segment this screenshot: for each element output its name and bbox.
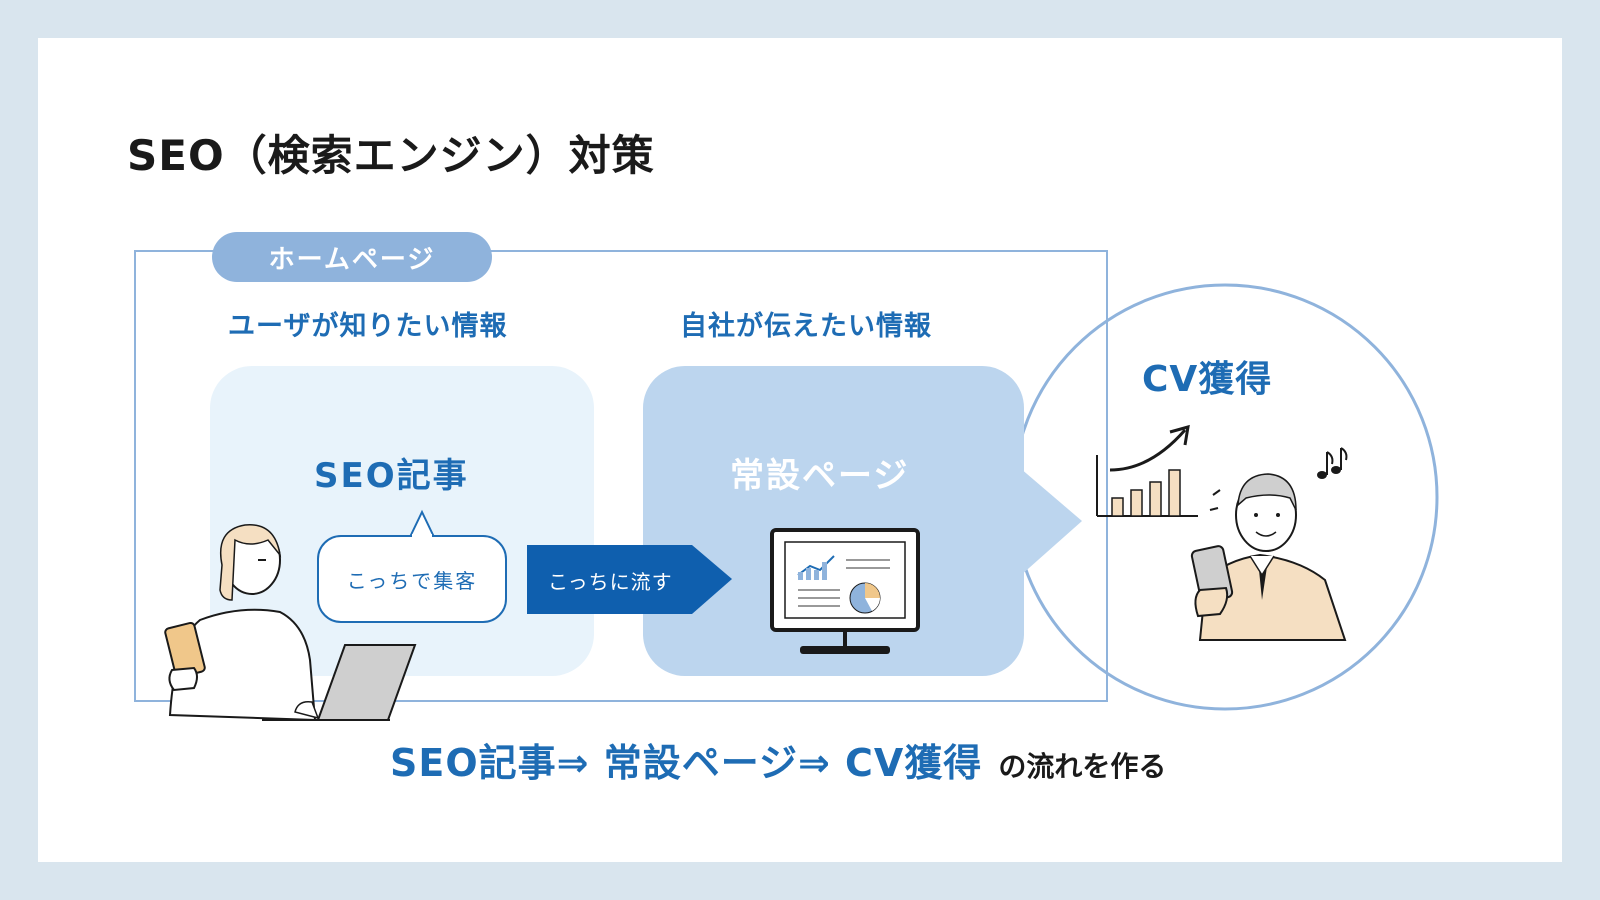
woman-with-laptop-illustration	[164, 524, 417, 722]
caption-user-info: ユーザが知りたい情報	[228, 311, 508, 342]
seo-article-title: SEO記事	[314, 456, 469, 496]
flow-arrow	[527, 545, 732, 614]
static-page-title: 常設ページ	[730, 456, 910, 496]
monitor-chart-icon	[770, 528, 920, 654]
bottom-summary-main: SEO記事⇒ 常設ページ⇒ CV獲得	[390, 741, 983, 785]
cv-title: CV獲得	[1142, 359, 1273, 400]
bubble-tail	[409, 509, 435, 538]
speech-bubble: こっちで集客	[317, 535, 507, 623]
homepage-frame	[134, 250, 1108, 702]
bottom-summary-tail: の流れを作る	[998, 750, 1167, 783]
music-notes-icon	[1317, 447, 1348, 479]
bar-chart-up-arrow-icon	[1096, 424, 1198, 517]
flow-arrow-label: こっちに流す	[548, 570, 673, 594]
static-to-cv-pointer	[1020, 468, 1082, 576]
page-title: SEO（検索エンジン）対策	[127, 131, 655, 180]
man-with-smartphone-illustration	[1190, 473, 1347, 641]
caption-company-info: 自社が伝えたい情報	[680, 311, 932, 342]
bottom-summary: SEO記事⇒ 常設ページ⇒ CV獲得 の流れを作る	[390, 732, 1166, 787]
homepage-tag: ホームページ	[212, 232, 492, 282]
